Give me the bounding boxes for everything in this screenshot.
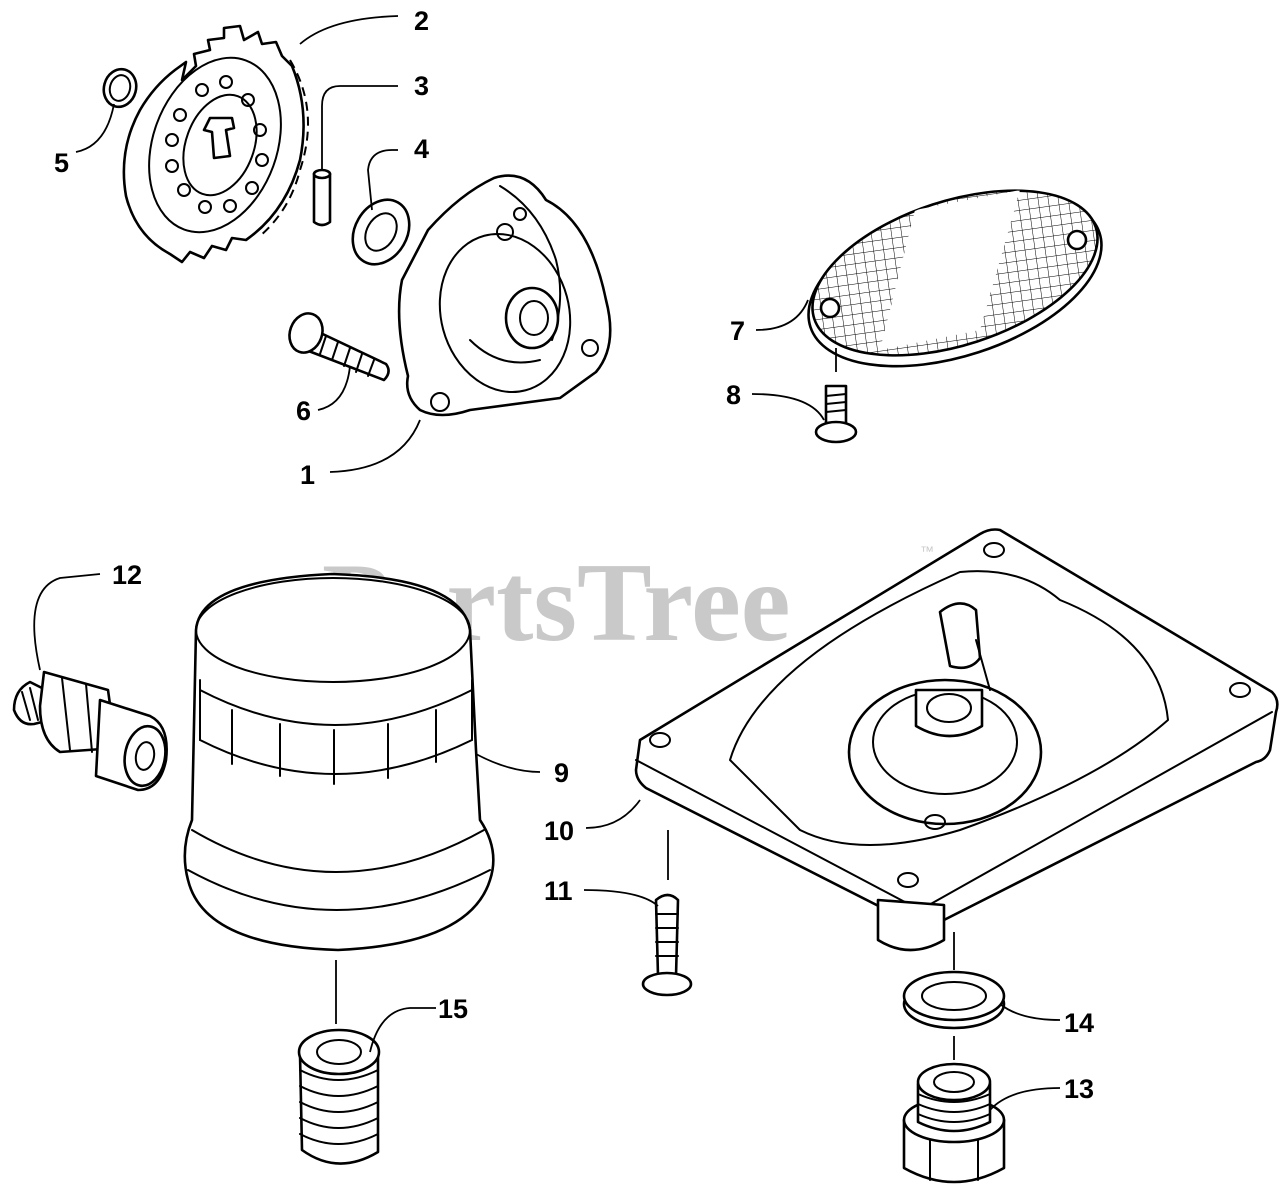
drain-plug — [902, 1062, 1006, 1184]
housing-bolt — [641, 893, 693, 997]
leader-13 — [989, 1087, 1061, 1111]
callout-4: 4 — [414, 134, 429, 164]
callout-14: 14 — [1064, 1008, 1094, 1038]
callout-15: 15 — [438, 994, 468, 1024]
oil-pump-gear — [122, 24, 309, 264]
leader-7 — [755, 299, 809, 331]
leader-1 — [329, 419, 421, 473]
leader-4 — [367, 149, 398, 211]
leader-2 — [299, 15, 399, 45]
oil-filter — [183, 572, 495, 952]
callout-8: 8 — [726, 380, 741, 410]
filter-adapter-housing — [634, 528, 1279, 952]
oil-pump — [397, 174, 612, 417]
callout-7: 7 — [730, 316, 745, 346]
leader-12 — [33, 573, 101, 671]
leader-9 — [475, 753, 541, 773]
screen-screw — [814, 384, 858, 444]
callout-1: 1 — [300, 460, 315, 490]
callout-3: 3 — [414, 71, 429, 101]
leader-11 — [583, 889, 659, 907]
leader-14 — [999, 1003, 1061, 1021]
callout-11: 11 — [544, 876, 573, 906]
oil-screen — [800, 189, 1110, 368]
callout-12: 12 — [112, 560, 142, 590]
callouts: 2 3 4 5 6 1 7 8 12 9 10 11 15 14 13 — [54, 6, 1094, 1104]
leader-6 — [317, 365, 351, 411]
callout-13: 13 — [1064, 1074, 1094, 1104]
oil-pressure-switch — [12, 670, 168, 792]
pump-bolt — [288, 312, 390, 382]
snap-ring — [102, 67, 138, 109]
callout-6: 6 — [296, 396, 311, 426]
washer — [351, 198, 411, 266]
svg-text:™: ™ — [920, 543, 934, 559]
leader-lines — [33, 15, 1061, 1111]
callout-9: 9 — [554, 758, 569, 788]
callout-2: 2 — [414, 6, 429, 36]
leader-15 — [369, 1007, 436, 1053]
leader-3 — [321, 85, 398, 170]
leader-10 — [585, 799, 641, 829]
threaded-nipple — [297, 1028, 381, 1165]
pin — [312, 168, 332, 227]
leader-5 — [75, 103, 115, 153]
leader-8 — [751, 393, 825, 421]
callout-5: 5 — [54, 148, 69, 178]
callout-10: 10 — [544, 816, 574, 846]
sealing-washer — [902, 970, 1006, 1030]
